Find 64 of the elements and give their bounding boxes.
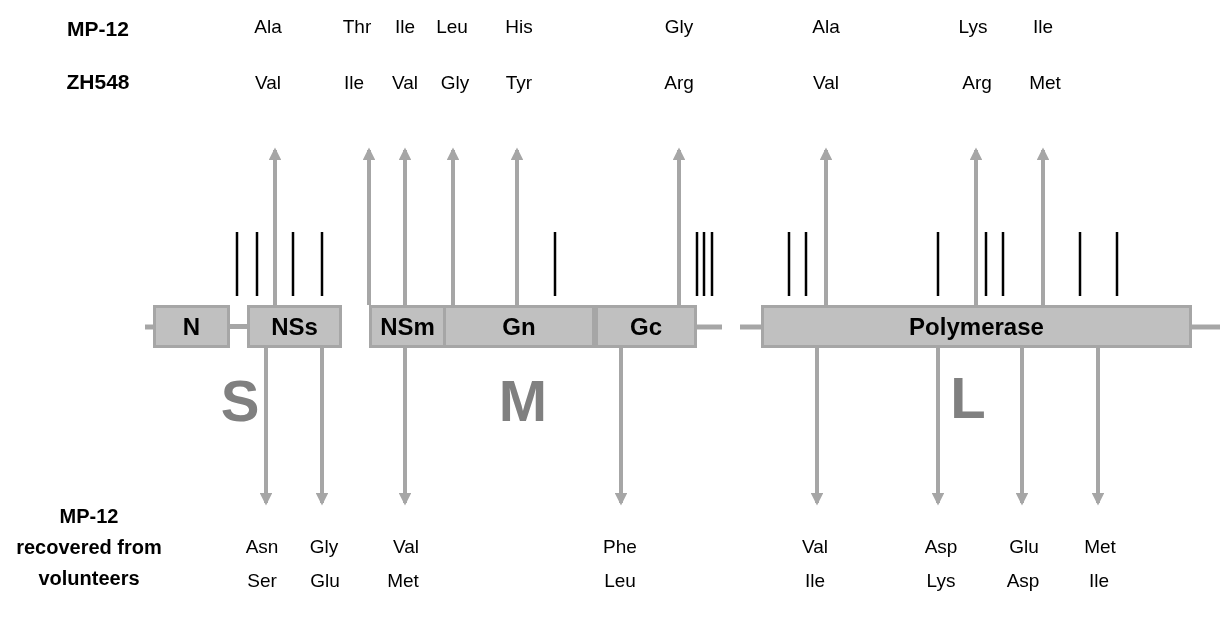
amino-acid-label: Lys bbox=[958, 16, 988, 39]
arrow bbox=[398, 348, 412, 506]
amino-acid-label: Tyr bbox=[505, 72, 533, 95]
arrow bbox=[510, 147, 524, 305]
amino-acid-label: Phe bbox=[603, 536, 637, 559]
amino-acid-label: Arg bbox=[962, 72, 992, 95]
amino-acid-label: Val bbox=[392, 536, 420, 559]
amino-acid-label: Ile bbox=[1032, 16, 1054, 39]
amino-acid-label: Ile bbox=[1088, 570, 1110, 593]
amino-acid-label: Arg bbox=[664, 72, 694, 95]
amino-acid-label: Lys bbox=[926, 570, 956, 593]
amino-acid-label: Ile bbox=[394, 16, 416, 39]
amino-acid-label: Glu bbox=[1009, 536, 1039, 559]
amino-acid-label: Val bbox=[812, 72, 840, 95]
gene-box: Gn bbox=[443, 305, 595, 348]
amino-acid-label: Glu bbox=[310, 570, 340, 593]
gene-box: NSs bbox=[247, 305, 342, 348]
amino-acid-label: Ser bbox=[247, 570, 277, 593]
amino-acid-label: Asp bbox=[924, 536, 958, 559]
amino-acid-label: Gly bbox=[309, 536, 339, 559]
arrow bbox=[446, 147, 460, 305]
amino-acid-label: Ala bbox=[812, 16, 840, 39]
gene-box: Polymerase bbox=[761, 305, 1192, 348]
amino-acid-label: His bbox=[505, 16, 533, 39]
amino-acid-label: Val bbox=[801, 536, 829, 559]
amino-acid-label: Val bbox=[391, 72, 419, 95]
segment-letter: S bbox=[220, 367, 260, 435]
arrow bbox=[315, 348, 329, 506]
arrow bbox=[931, 348, 945, 506]
arrow bbox=[969, 147, 983, 305]
amino-acid-label: Ile bbox=[343, 72, 365, 95]
arrow bbox=[1091, 348, 1105, 506]
arrow bbox=[614, 348, 628, 506]
segment-letter: L bbox=[950, 364, 986, 432]
amino-acid-label: Asp bbox=[1006, 570, 1040, 593]
amino-acid-label: Leu bbox=[436, 16, 468, 39]
arrow bbox=[819, 147, 833, 305]
amino-acid-label: Met bbox=[1029, 72, 1061, 95]
strain-label: MP-12 bbox=[67, 16, 129, 42]
amino-acid-label: Met bbox=[387, 570, 419, 593]
arrow bbox=[672, 147, 686, 305]
strain-label: ZH548 bbox=[66, 69, 130, 95]
gene-box: NSm bbox=[369, 305, 446, 348]
arrow bbox=[268, 147, 282, 305]
amino-acid-label: Gly bbox=[440, 72, 470, 95]
amino-acid-label: Ile bbox=[804, 570, 826, 593]
amino-acid-label: Leu bbox=[604, 570, 636, 593]
amino-acid-label: Gly bbox=[664, 16, 694, 39]
genome-line bbox=[230, 324, 247, 329]
amino-acid-label: Ala bbox=[254, 16, 282, 39]
arrow bbox=[362, 147, 376, 305]
amino-acid-label: Thr bbox=[342, 16, 372, 39]
amino-acid-label: Val bbox=[254, 72, 282, 95]
gene-box: Gc bbox=[595, 305, 697, 348]
arrow bbox=[1015, 348, 1029, 506]
amino-acid-label: Met bbox=[1084, 536, 1116, 559]
gene-box: N bbox=[153, 305, 230, 348]
arrow bbox=[259, 348, 273, 506]
segment-letter: M bbox=[498, 367, 548, 435]
arrow bbox=[810, 348, 824, 506]
arrow bbox=[1036, 147, 1050, 305]
strain-label: MP-12 recovered from volunteers bbox=[15, 504, 163, 591]
arrow bbox=[398, 147, 412, 305]
amino-acid-label: Asn bbox=[245, 536, 279, 559]
